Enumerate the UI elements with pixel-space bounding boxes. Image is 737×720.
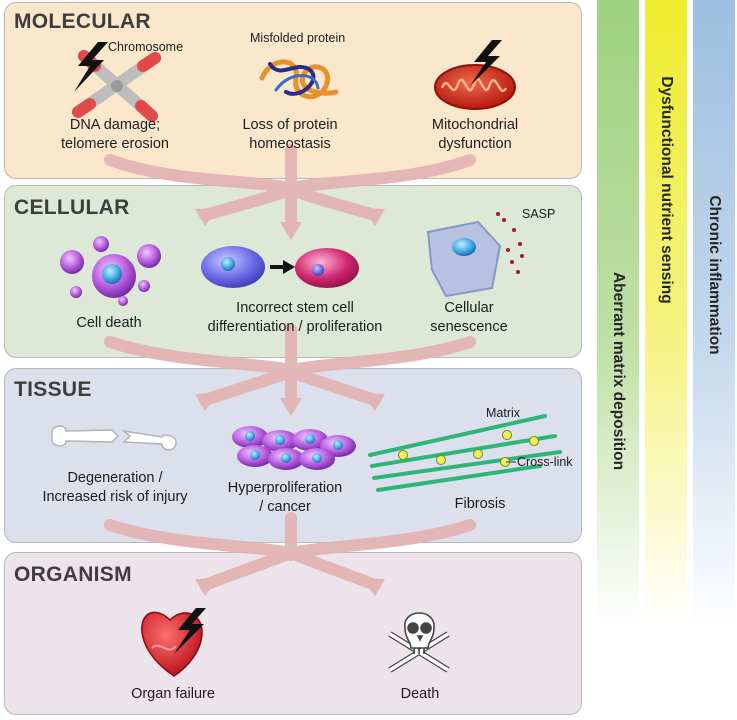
stem-line1: Incorrect stem cell xyxy=(236,300,354,316)
hyperproliferation-label: Hyperproliferation / cancer xyxy=(205,479,365,517)
sasp-label: SASP xyxy=(522,207,556,221)
tissue-title: TISSUE xyxy=(14,378,92,401)
degeneration-label: Degeneration / Increased risk of injury xyxy=(20,469,210,507)
stem-cell-illustration xyxy=(201,246,359,288)
degen-line1: Degeneration / xyxy=(67,470,163,486)
cellular-title: CELLULAR xyxy=(14,196,130,219)
protein-line2: homeostasis xyxy=(249,136,331,152)
matrix-label: Matrix xyxy=(486,406,521,420)
mito-line2: dysfunction xyxy=(438,136,512,152)
fibrosis-label: Fibrosis xyxy=(454,496,506,512)
hyper-line1: Hyperproliferation xyxy=(227,480,343,496)
crosslink-dots xyxy=(398,430,539,467)
arrow-heads xyxy=(195,208,385,596)
organ-failure-label: Organ failure xyxy=(131,686,215,702)
lightning-bolt-icon xyxy=(470,40,502,86)
dna-damage-line2: telomere erosion xyxy=(61,136,169,152)
lightning-bolt-icon xyxy=(174,608,206,654)
stem-line2: differentiation / proliferation xyxy=(207,319,383,335)
mitochondrion-illustration xyxy=(434,64,516,110)
senescent-cell-illustration xyxy=(426,220,502,298)
crosslink-label: Cross-link xyxy=(517,455,573,469)
dna-damage-line1: DNA damage; xyxy=(69,117,161,133)
broken-bone-illustration xyxy=(51,425,177,451)
fibrosis-illustration xyxy=(368,414,562,492)
chromosome-label: Chromosome xyxy=(108,40,184,54)
misfolded-protein-label: Misfolded protein xyxy=(250,31,346,45)
matrix-band xyxy=(597,0,639,625)
degen-line2: Increased risk of injury xyxy=(42,489,188,505)
dna-damage-label: DNA damage; telomere erosion xyxy=(30,116,200,154)
lightning-bolt-icon xyxy=(74,42,108,92)
death-label: Death xyxy=(400,686,440,702)
organism-panel xyxy=(4,552,582,715)
cell-death-illustration xyxy=(60,236,161,306)
protein-homeostasis-label: Loss of protein homeostasis xyxy=(205,116,375,154)
nutrient-band xyxy=(645,0,687,625)
mitochondrial-label: Mitochondrial dysfunction xyxy=(395,116,555,154)
flow-arrows xyxy=(104,144,476,591)
sen-line1: Cellular xyxy=(444,300,494,316)
misfolded-protein-illustration xyxy=(259,59,339,100)
sasp-dots xyxy=(496,212,524,274)
protein-line1: Loss of protein xyxy=(242,117,338,133)
senescence-label: Cellular senescence xyxy=(414,299,524,337)
molecular-title: MOLECULAR xyxy=(14,10,151,33)
mito-line1: Mitochondrial xyxy=(431,117,519,133)
organism-title: ORGANISM xyxy=(14,563,132,586)
cell-death-label: Cell death xyxy=(76,315,142,331)
stem-cell-label: Incorrect stem cell differentiation / pr… xyxy=(195,299,395,337)
cell-cluster-illustration xyxy=(232,426,356,470)
inflammation-band xyxy=(693,0,735,625)
hyper-line2: / cancer xyxy=(259,499,311,515)
skull-crossbones-icon xyxy=(388,612,450,673)
sen-line2: senescence xyxy=(430,319,508,335)
